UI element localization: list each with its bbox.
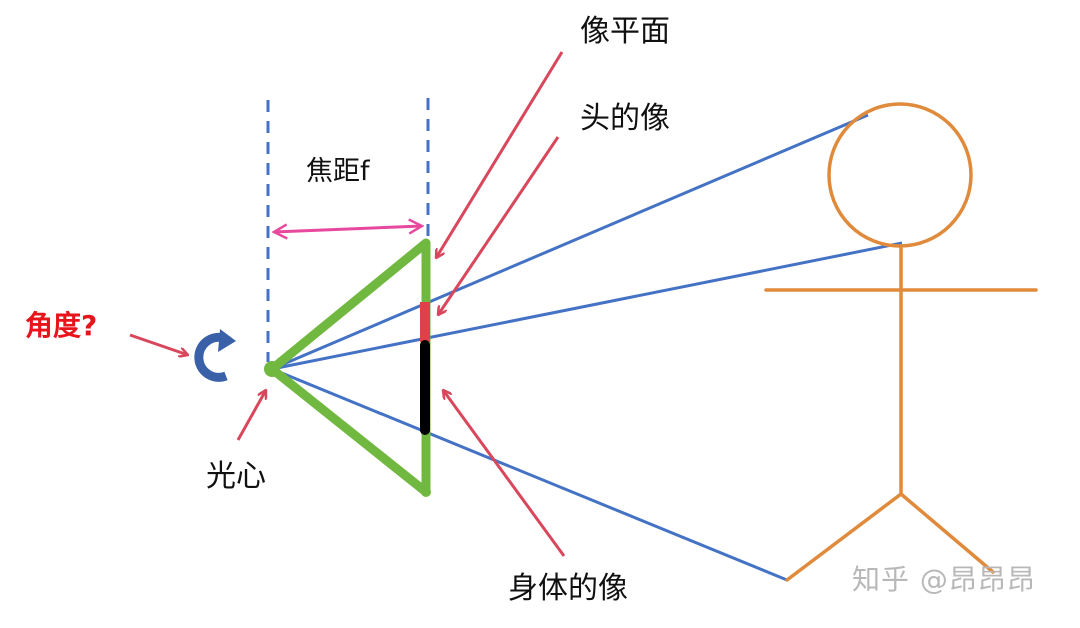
image-plane-bottom-dot [421, 487, 431, 497]
focal-length-arrow [274, 226, 422, 232]
ray-feet [271, 367, 788, 582]
focal-length-label: 焦距f [306, 156, 370, 187]
stick-figure [764, 102, 1038, 582]
angle-pointer [129, 333, 188, 355]
body-image-label: 身体的像 [508, 571, 628, 606]
optical-center-pointer [236, 390, 268, 441]
image-plane-pointer [436, 51, 564, 258]
stick-figure-right-leg [899, 492, 995, 574]
optical-center-point [264, 361, 280, 377]
body-image-pointer [443, 390, 566, 557]
rotation-icon [194, 329, 236, 382]
watermark: 知乎 @昂昂昂 [852, 563, 1036, 596]
ray-head-bottom [271, 241, 903, 371]
head-image-label: 头的像 [580, 101, 670, 136]
optical-center-label: 光心 [206, 459, 266, 494]
stick-figure-head [827, 102, 973, 248]
image-plane-label: 像平面 [580, 14, 670, 49]
stick-figure-left-leg [785, 492, 903, 582]
angle-label: 角度? [25, 309, 98, 342]
camera-frustum-triangle [267, 238, 431, 497]
ray-head-top [271, 113, 869, 371]
head-image-pointer [438, 136, 560, 315]
